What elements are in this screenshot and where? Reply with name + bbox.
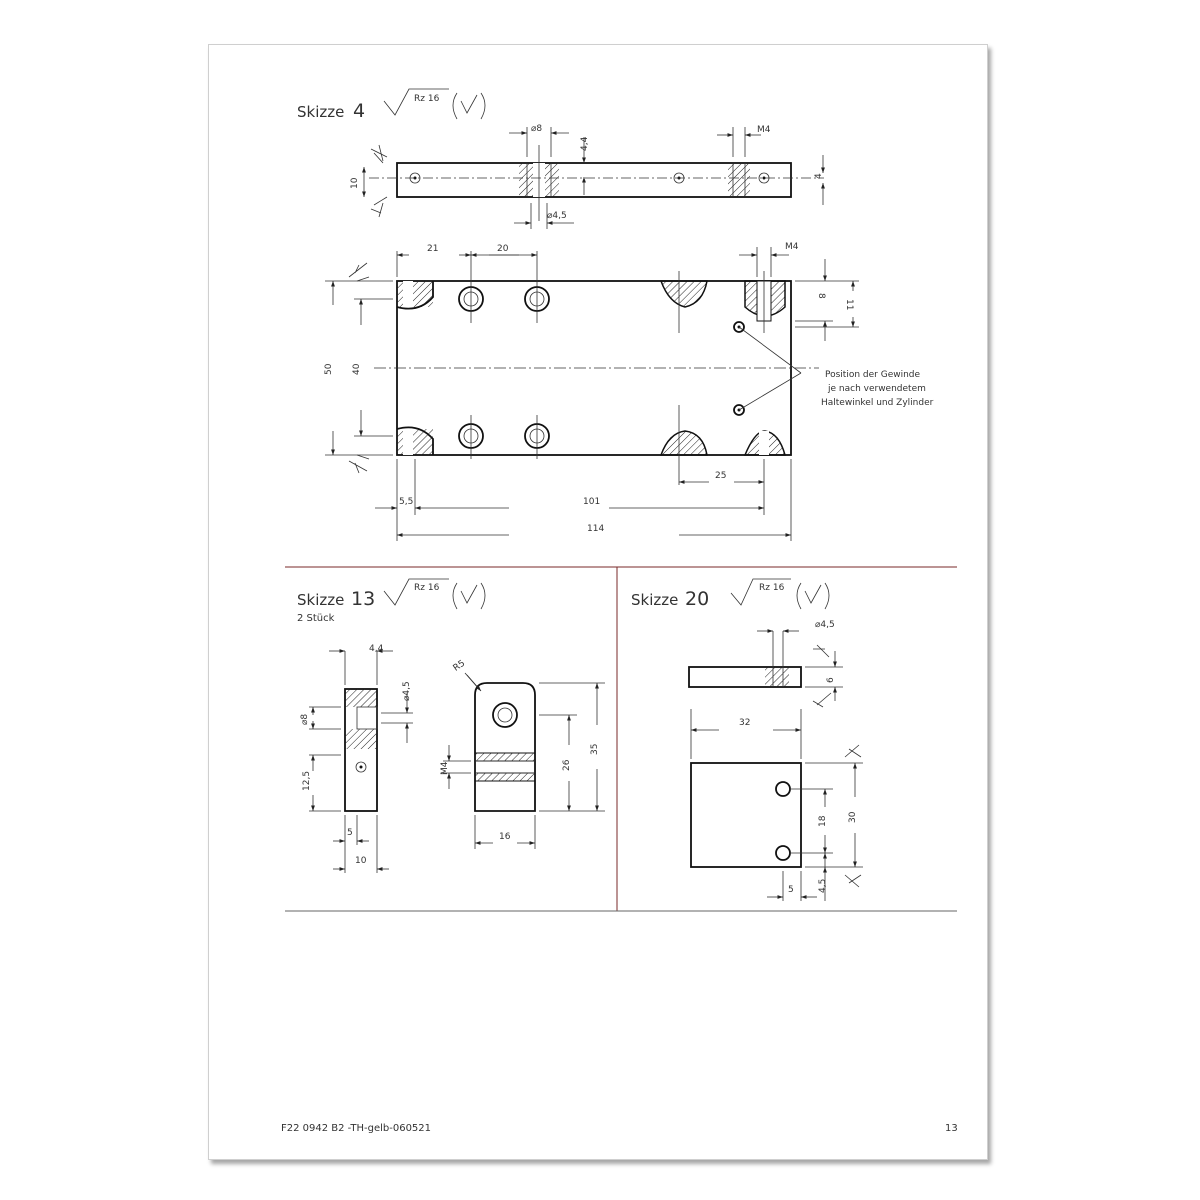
dim-dia4-5: ⌀4,5: [547, 211, 567, 221]
dim-21: 21: [427, 244, 438, 254]
dim-dia4-5: ⌀4,5: [402, 681, 412, 701]
dim-10: 10: [355, 856, 367, 866]
sketch-4-top-view: Position der Gewinde je nach verwendetem…: [324, 242, 934, 541]
sketch-4-side-view: ⌀8 4,4 M4 10 4 ⌀4,5: [350, 124, 825, 229]
dim-m4: M4: [440, 761, 450, 775]
dim-30: 30: [848, 811, 858, 823]
note-line1: Position der Gewinde: [825, 370, 921, 380]
dim-18: 18: [818, 815, 828, 827]
dim-12-5: 12,5: [302, 771, 312, 791]
dim-26: 26: [562, 759, 572, 771]
document-page: Skizze 4 Rz 16 ⌀8 4,4: [208, 44, 988, 1160]
roughness-symbol-icon: Rz 16: [383, 578, 486, 610]
dim-32: 32: [739, 718, 750, 728]
dim-35: 35: [590, 744, 600, 755]
dim-4-5: 4,5: [818, 879, 828, 893]
sketch-13: Skizze 13 2 Stück Rz 16 4,4 ⌀4,5 ⌀8 12,5…: [297, 578, 605, 873]
sketch-20: Skizze 20 Rz 16 ⌀4,5 6 32 18: [631, 578, 863, 901]
sketch-20-label: Skizze: [631, 591, 678, 609]
dim-101: 101: [583, 497, 600, 507]
dim-dia4-5: ⌀4,5: [815, 620, 835, 630]
sketch-13-quantity: 2 Stück: [297, 613, 335, 624]
dim-114: 114: [587, 524, 604, 534]
dim-16: 16: [499, 832, 511, 842]
dim-m4-top: M4: [785, 242, 799, 252]
dim-5: 5: [347, 828, 353, 838]
dim-4-4: 4,4: [580, 136, 590, 151]
technical-drawing-sheet: Skizze 4 Rz 16 ⌀8 4,4: [281, 88, 958, 1134]
dim-m4: M4: [757, 125, 771, 135]
dim-50: 50: [324, 363, 334, 375]
note-line3: Haltewinkel und Zylinder: [821, 398, 934, 408]
footer-page-number: 13: [945, 1123, 958, 1134]
dim-4: 4: [814, 173, 824, 179]
sketch-4-label: Skizze: [297, 103, 344, 121]
roughness-value: Rz 16: [414, 94, 440, 104]
dim-dia8: ⌀8: [531, 124, 542, 134]
sketch-13-label: Skizze: [297, 591, 344, 609]
dim-dia8: ⌀8: [300, 714, 310, 725]
roughness-value: Rz 16: [414, 583, 440, 593]
sketch-20-number: 20: [685, 588, 709, 610]
dim-5-5: 5,5: [399, 497, 413, 507]
dim-20: 20: [497, 244, 509, 254]
dim-6: 6: [826, 677, 836, 683]
dim-40: 40: [352, 363, 362, 375]
roughness-symbol-icon: Rz 16: [383, 88, 486, 120]
dim-10: 10: [350, 177, 360, 189]
sketch-4-number: 4: [353, 100, 365, 122]
dim-25: 25: [715, 471, 726, 481]
sketch-4: Skizze 4 Rz 16 ⌀8 4,4: [297, 88, 934, 541]
dim-r5: R5: [452, 659, 468, 674]
footer-doc-code: F22 0942 B2 -TH-gelb-060521: [281, 1123, 431, 1134]
dim-8: 8: [816, 293, 826, 299]
dim-11: 11: [844, 299, 854, 310]
note-line2: je nach verwendetem: [827, 384, 926, 394]
dim-5: 5: [788, 885, 794, 895]
roughness-symbol-icon: Rz 16: [730, 578, 830, 610]
roughness-value: Rz 16: [759, 583, 785, 593]
dim-4-4: 4,4: [369, 644, 384, 654]
sketch-13-number: 13: [351, 588, 375, 610]
